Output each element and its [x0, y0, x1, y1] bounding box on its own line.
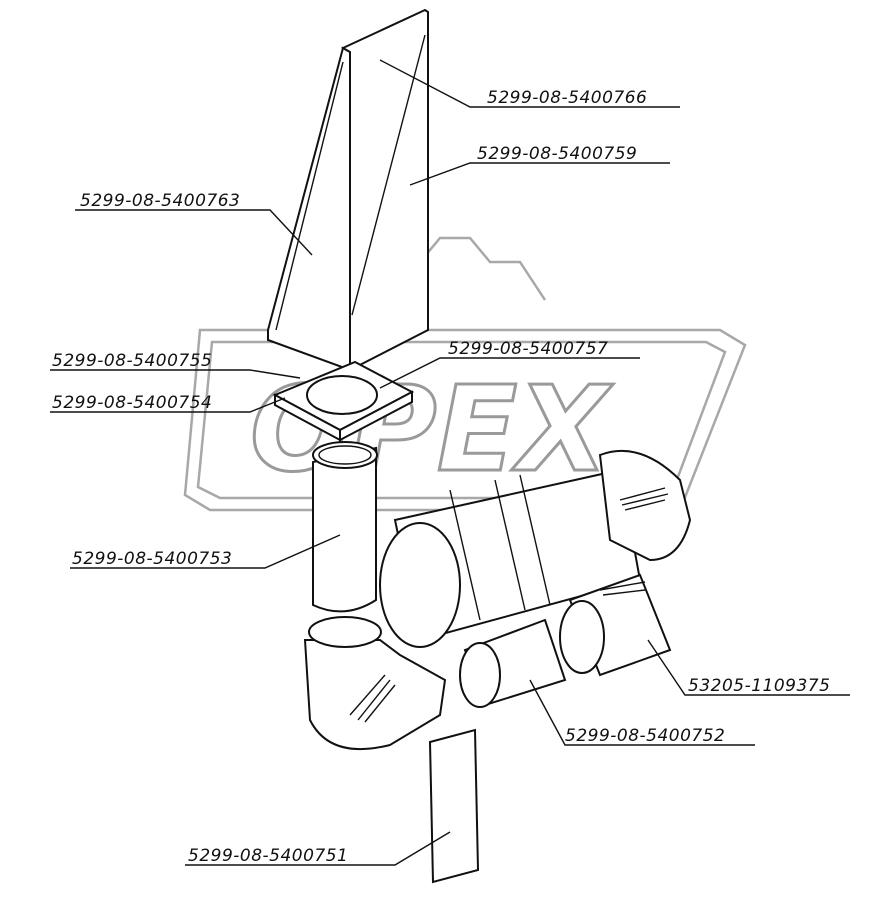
label-plate-754: 5299-08-5400754: [52, 393, 212, 413]
panel-759: [340, 8, 429, 372]
label-pan-759: 5299-08-5400759: [477, 144, 637, 164]
flange-plate: [272, 360, 415, 442]
pad-751-shape: [428, 728, 480, 884]
leader-lines: [50, 59, 850, 866]
label-pad-751: 5299-08-5400751: [188, 846, 348, 866]
elbow-hose: [303, 616, 447, 751]
label-plate-755: 5299-08-5400755: [52, 351, 212, 371]
panel-763: [267, 46, 351, 372]
hose-375-shape: [559, 573, 672, 677]
label-hose-375: 53205-1109375: [688, 676, 830, 696]
air-filter: [379, 449, 692, 648]
label-pan-763: 5299-08-5400763: [80, 191, 240, 211]
label-plate-757: 5299-08-5400757: [448, 339, 608, 359]
label-pipe-753: 5299-08-5400753: [72, 549, 232, 569]
label-pan-766: 5299-08-5400766: [487, 88, 647, 108]
pipe-752-shape: [459, 618, 567, 708]
pipe-753-shape: [312, 441, 378, 613]
label-pipe-752: 5299-08-5400752: [565, 726, 725, 746]
watermark-text: OPEX: [250, 360, 613, 498]
part-labels: 5299-08-5400766 5299-08-5400759 5299-08-…: [52, 88, 830, 866]
